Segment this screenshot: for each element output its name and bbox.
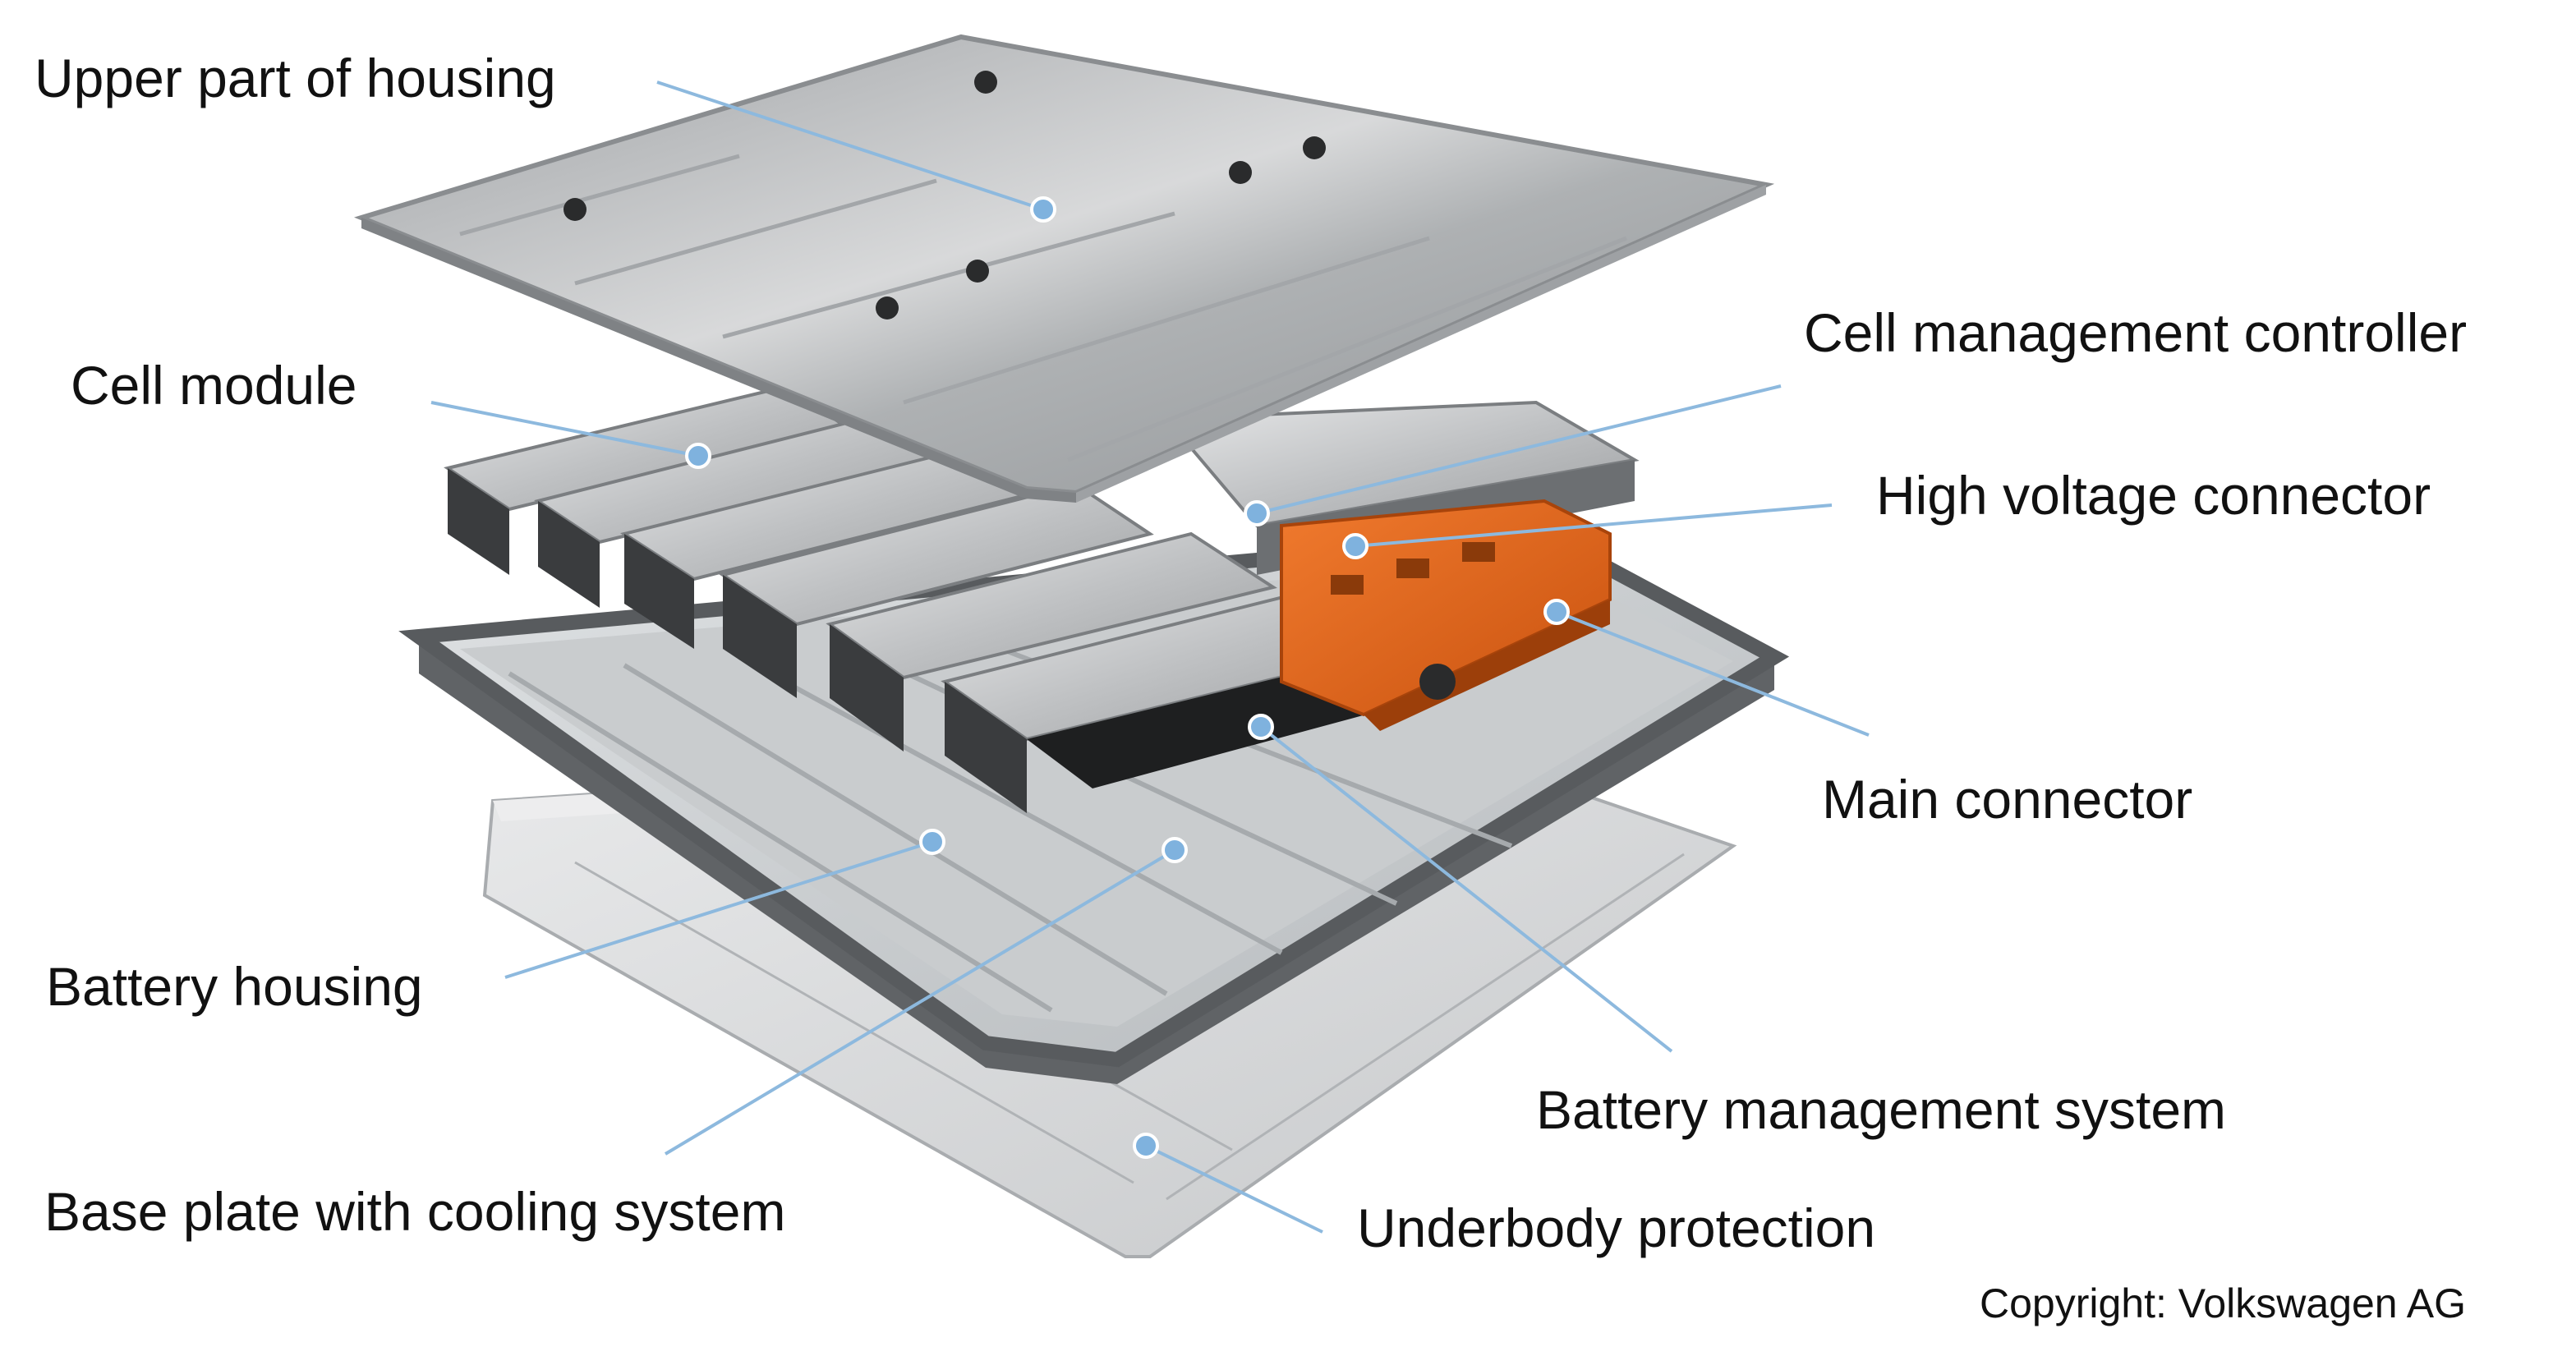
marker-dot-battery-management-system xyxy=(1248,714,1274,740)
marker-dot-underbody-protection xyxy=(1133,1133,1159,1159)
label-high-voltage-connector: High voltage connector xyxy=(1876,465,2431,526)
label-battery-housing: Battery housing xyxy=(46,956,423,1017)
marker-dots xyxy=(685,196,1570,1159)
leader-lines xyxy=(430,80,1870,1234)
label-base-plate: Base plate with cooling system xyxy=(44,1181,786,1242)
leader-line-high-voltage-connector xyxy=(1355,503,1833,548)
leader-line-battery-housing xyxy=(504,840,933,979)
label-underbody-protection: Underbody protection xyxy=(1357,1197,1876,1258)
marker-dot-cell-management-controller xyxy=(1244,500,1270,526)
leader-line-cell-module xyxy=(430,401,699,457)
leader-line-battery-management-system xyxy=(1259,725,1673,1053)
label-cell-module: Cell module xyxy=(71,355,357,416)
marker-dot-main-connector xyxy=(1543,599,1570,625)
leader-line-upper-housing xyxy=(656,80,1044,211)
upper-housing-lid xyxy=(354,34,1775,503)
leader-line-base-plate xyxy=(664,848,1176,1156)
marker-dot-high-voltage-connector xyxy=(1342,533,1368,559)
leader-line-underbody-protection xyxy=(1145,1144,1323,1234)
copyright-notice: Copyright: Volkswagen AG xyxy=(1980,1280,2466,1326)
leader-line-main-connector xyxy=(1556,610,1870,737)
label-battery-management-system: Battery management system xyxy=(1536,1079,2227,1140)
marker-dot-cell-module xyxy=(685,443,711,469)
label-main-connector: Main connector xyxy=(1822,769,2193,830)
leader-line-cell-management-controller xyxy=(1256,384,1782,515)
label-upper-housing: Upper part of housing xyxy=(34,48,556,108)
marker-dot-base-plate xyxy=(1162,837,1188,863)
label-cell-management-controller: Cell management controller xyxy=(1804,302,2468,363)
marker-dot-upper-housing xyxy=(1030,196,1056,223)
marker-dot-battery-housing xyxy=(919,829,945,855)
